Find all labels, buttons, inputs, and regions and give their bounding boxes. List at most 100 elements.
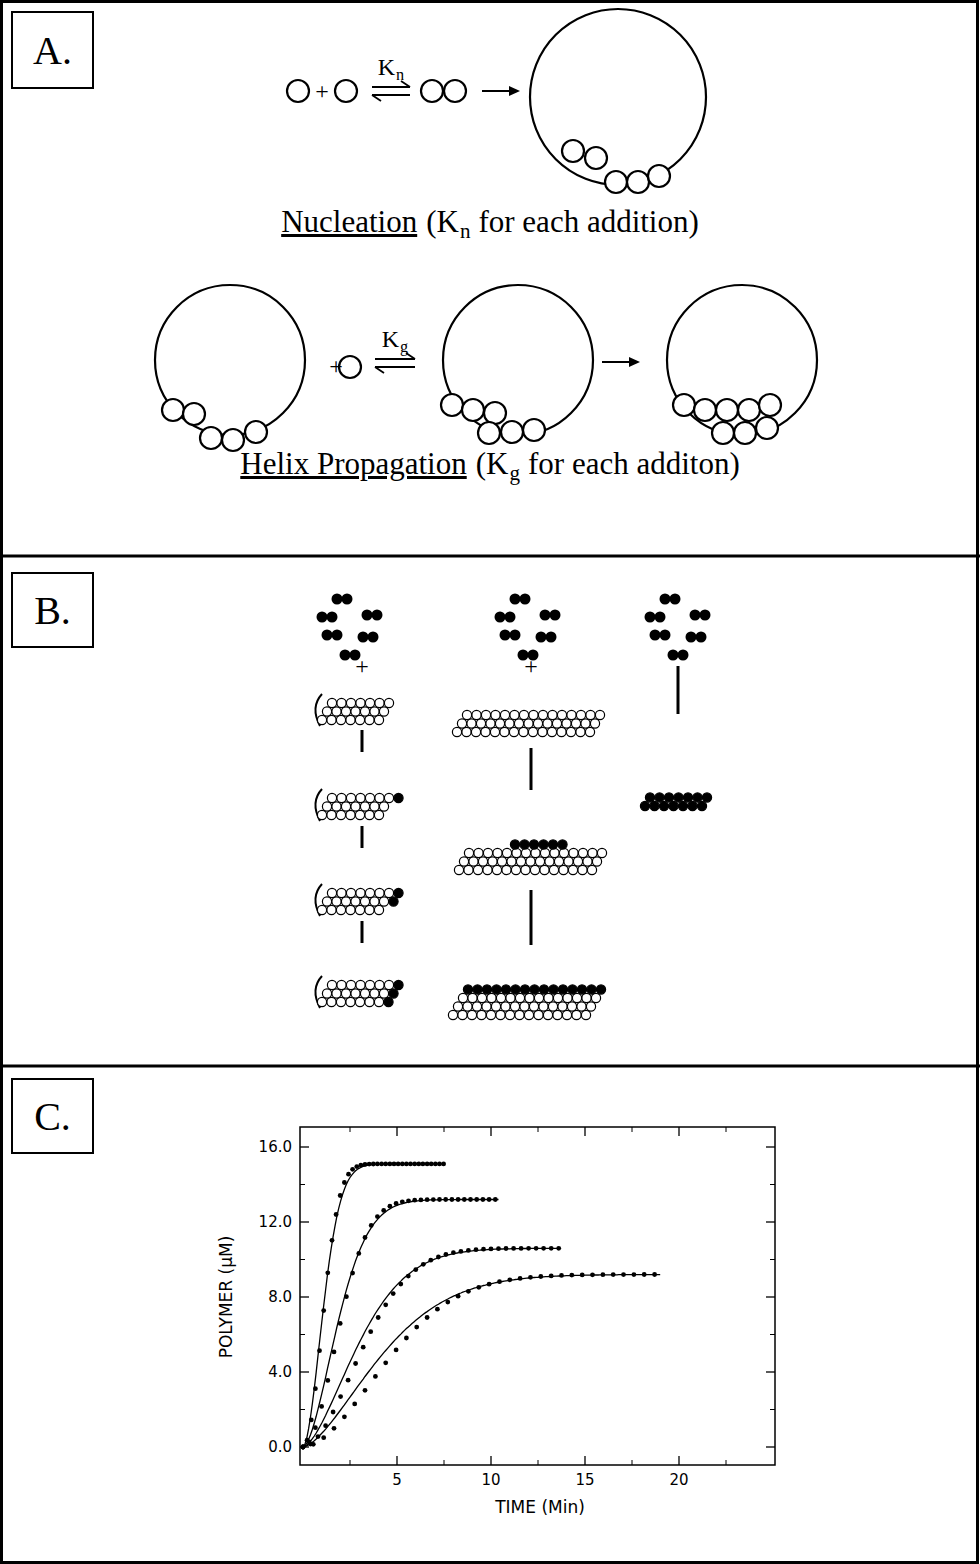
monomer-circle (734, 422, 756, 444)
data-point (404, 1336, 409, 1341)
filament-subunit (577, 985, 586, 994)
filament-subunit (590, 719, 599, 728)
arrow-head (629, 357, 640, 367)
filament-subunit (558, 1002, 567, 1011)
filament-subunit (322, 897, 331, 906)
data-point (354, 1164, 359, 1169)
filament-subunit (374, 810, 383, 819)
filament-subunit (394, 888, 403, 897)
process-arrow (530, 748, 533, 790)
data-point (652, 1272, 657, 1277)
filament-subunit (482, 985, 491, 994)
monomer-circle (523, 419, 545, 441)
filament-subunit (327, 997, 336, 1006)
subunit-dimer (332, 630, 343, 641)
data-point (371, 1162, 376, 1167)
filament-subunit (577, 1002, 586, 1011)
filament-subunit (370, 989, 379, 998)
filament-subunit (540, 848, 549, 857)
plus-sign: + (355, 653, 369, 679)
data-point (400, 1162, 405, 1167)
filament-subunit (586, 1002, 595, 1011)
subunit-dimer (322, 630, 333, 641)
filament-subunit (529, 710, 538, 719)
filament-subunit (588, 848, 597, 857)
data-point (332, 1350, 337, 1355)
plot-frame (300, 1127, 775, 1465)
filament-subunit (336, 905, 345, 914)
tick-label: 5 (392, 1472, 402, 1489)
rate-constant: K (378, 54, 395, 81)
filament-subunit (360, 707, 369, 716)
filament-subunit (346, 715, 355, 724)
filament-subunit (596, 985, 605, 994)
data-point (569, 1273, 574, 1278)
subunit-dimer (670, 594, 681, 605)
data-point (642, 1272, 647, 1277)
filament-subunit (346, 905, 355, 914)
filament-subunit (490, 727, 499, 736)
filament-subunit (550, 848, 559, 857)
data-point (497, 1279, 502, 1284)
filament-subunit (317, 997, 326, 1006)
filament-subunit (327, 905, 336, 914)
data-point (350, 1167, 355, 1172)
filament-subunit (322, 989, 331, 998)
filament-subunit (520, 985, 529, 994)
filament-subunit (655, 793, 664, 802)
filament-subunit (669, 801, 678, 810)
subscript: n (396, 65, 404, 85)
filament-subunit (365, 810, 374, 819)
data-point (466, 1248, 471, 1253)
data-point (332, 1426, 337, 1431)
filament-subunit (481, 710, 490, 719)
tick (770, 1259, 775, 1260)
data-point (396, 1162, 401, 1167)
subunit-dimer (550, 610, 561, 621)
data-point (621, 1272, 626, 1277)
data-point (413, 1267, 418, 1272)
data-point (311, 1442, 316, 1447)
caption-text: for each addition) (478, 204, 698, 240)
subscript: g (400, 337, 408, 357)
filament-subunit (467, 1010, 476, 1019)
filament-subunit (356, 980, 365, 989)
data-point (325, 1270, 330, 1275)
caption-text: (K (426, 204, 459, 240)
tick (726, 1460, 727, 1465)
filament-subunit (375, 980, 384, 989)
subunit-dimer (510, 630, 521, 641)
filament-subunit (528, 727, 537, 736)
process-arrow (361, 730, 364, 752)
filament-subunit (482, 1002, 491, 1011)
monomer-circle (759, 394, 781, 416)
subunit-dimer (372, 610, 383, 621)
equilibrium-arrow (375, 367, 384, 373)
data-point (559, 1273, 564, 1278)
filament-subunit (384, 888, 393, 897)
filament-subunit (573, 857, 582, 866)
filament-subunit (365, 793, 374, 802)
filament-subunit (327, 888, 336, 897)
subunit-dimer (686, 632, 697, 643)
filament-subunit (355, 997, 364, 1006)
filament-subunit (453, 1002, 462, 1011)
subunit-dimer (536, 632, 547, 643)
monomer-circle (484, 402, 506, 424)
filament-subunit (336, 715, 345, 724)
filament-subunit (346, 997, 355, 1006)
filament-subunit (693, 793, 702, 802)
filament-subunit (591, 993, 600, 1002)
filament-subunit (502, 865, 511, 874)
filament-subunit (569, 848, 578, 857)
filament-subunit (501, 1002, 510, 1011)
filament-subunit (529, 1002, 538, 1011)
data-point (398, 1282, 403, 1287)
monomer-circle (478, 422, 500, 444)
filament-subunit (510, 1002, 519, 1011)
data-point (611, 1272, 616, 1277)
plus-sign: + (329, 353, 343, 379)
data-point (394, 1348, 399, 1353)
reaction-arrow (602, 361, 632, 363)
data-point (325, 1378, 330, 1383)
